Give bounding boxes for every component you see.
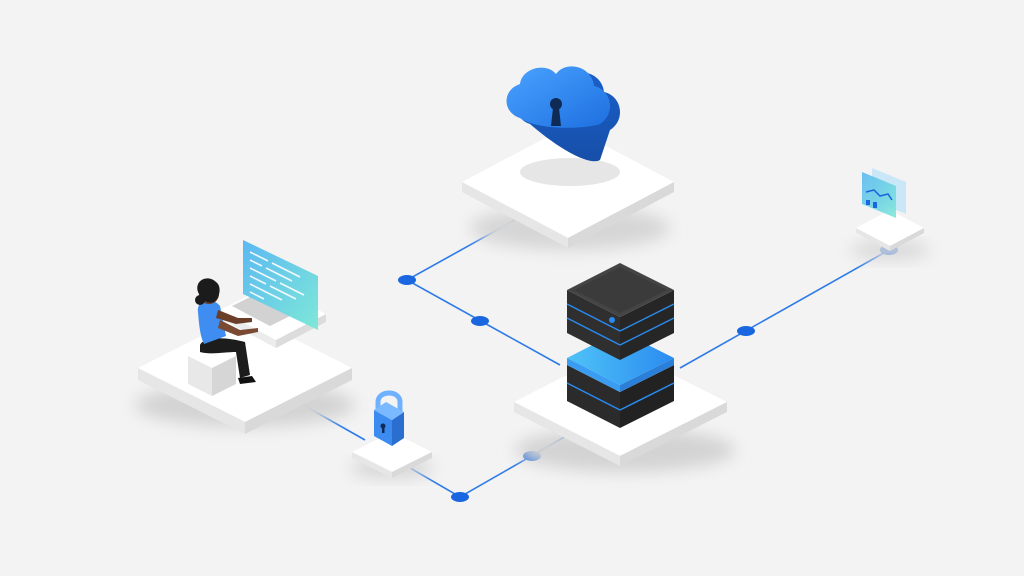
dashboard-panel-icon: [862, 168, 906, 218]
connection-node: [471, 316, 489, 326]
server-stack-icon: [566, 263, 675, 428]
workstation-platform: [135, 240, 355, 434]
code-screen: [243, 240, 318, 330]
developer-at-desk-icon: [195, 278, 258, 384]
cloud-platform: [462, 66, 674, 250]
padlock-icon: [374, 390, 404, 446]
server-platform: [514, 263, 735, 472]
cloud-lock-icon: [506, 66, 621, 162]
connection-node: [451, 492, 469, 502]
security-platform: [350, 390, 434, 478]
monitor-platform: [850, 168, 930, 260]
connection-node: [398, 275, 416, 285]
monitor-to-server-line: [679, 249, 890, 369]
connection-node: [737, 326, 755, 336]
